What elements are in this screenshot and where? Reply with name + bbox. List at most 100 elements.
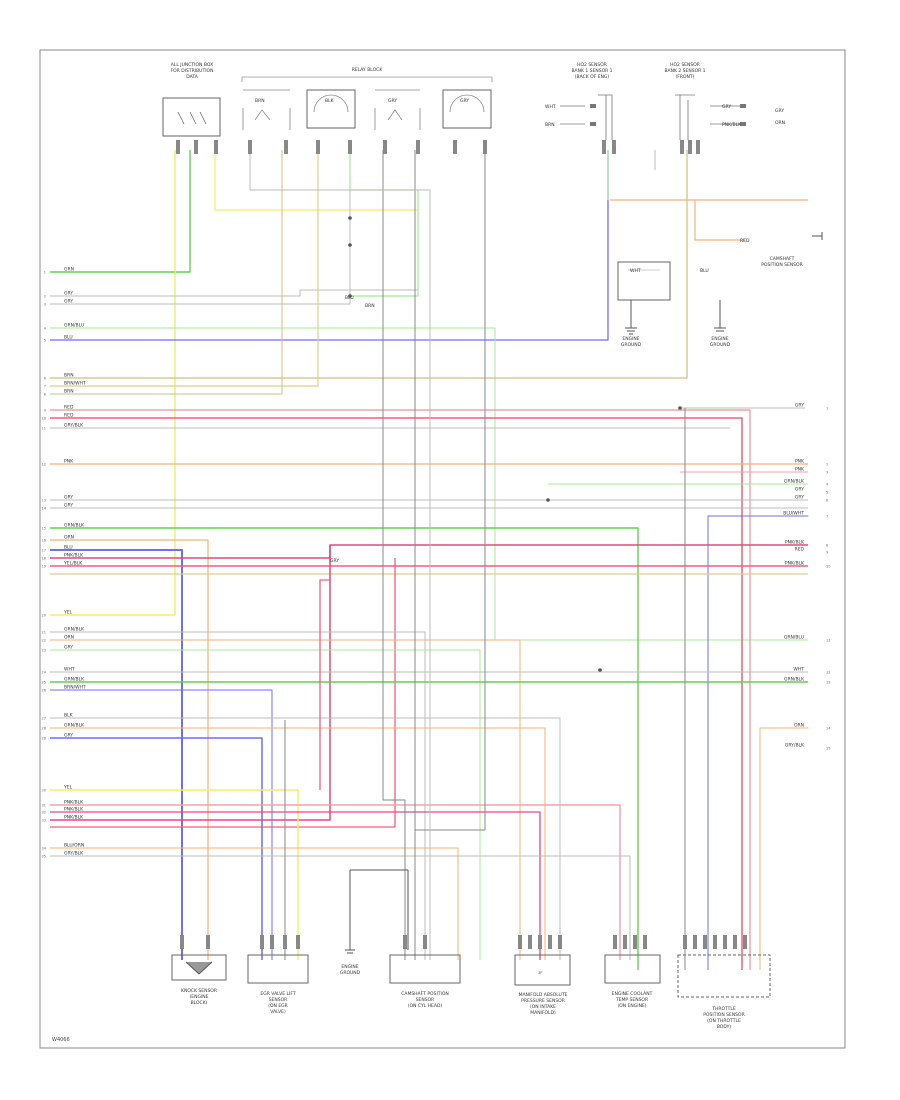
left-wire-label-16: BLU xyxy=(64,545,73,551)
caption-ectsensor-line-0: ENGINE COOLANT xyxy=(612,991,653,997)
caption-relayblk-line-0: RELAY BLOCK xyxy=(352,67,384,73)
right-pin-number-6: 7 xyxy=(826,515,828,519)
connector-pin-top-3 xyxy=(248,140,252,154)
left-wire-label-1: GRY xyxy=(64,291,73,297)
right-pin-number-14: 15 xyxy=(826,747,830,751)
connector-pin-bottom-3 xyxy=(270,935,274,949)
left-wire-label-31: PNK/BLK xyxy=(64,807,84,813)
camshaft-position-sensor xyxy=(389,954,461,984)
caption-mapsensor-line-2: (ON INTAKE xyxy=(530,1004,556,1010)
right-wire-label-11: WHT xyxy=(793,667,804,673)
wire-45 xyxy=(694,200,745,241)
inline-wire-label-8: GRY xyxy=(775,108,784,114)
right-wire-label-2: PNK xyxy=(795,467,805,473)
caption-o2rear-line-0: HO2 SENSOR xyxy=(670,62,700,68)
left-pin-number-21: 22 xyxy=(42,639,46,643)
splice-dot-2 xyxy=(348,294,352,298)
connector-pin-bottom-23 xyxy=(743,935,747,949)
left-wire-label-13: GRY xyxy=(64,503,73,509)
caption-o2front-line-1: BANK 1 SENSOR 1 xyxy=(571,68,612,74)
splice-dot-5 xyxy=(598,668,602,672)
connector-pin-bottom-1 xyxy=(206,935,210,949)
left-pin-number-30: 31 xyxy=(42,804,46,808)
inline-wire-label-11: BRN xyxy=(365,303,375,309)
main-relay xyxy=(617,261,671,301)
inline-wire-label-2: GRY xyxy=(388,98,397,104)
inline-wire-label-7: PNK/BLK xyxy=(722,122,742,128)
left-wire-label-4: BLU xyxy=(64,335,73,341)
wire-4 xyxy=(50,150,351,305)
throttle-position-sensor xyxy=(677,954,771,998)
left-wire-label-29: YEL xyxy=(63,785,73,791)
right-wire-label-13: ORN xyxy=(794,723,804,729)
wire-0 xyxy=(50,150,191,273)
connector-pin-top-10 xyxy=(483,140,487,154)
inline-wire-label-13: WHT xyxy=(630,268,641,274)
wire-39 xyxy=(50,804,621,960)
wire-29 xyxy=(50,631,426,960)
caption-mapsensor-line-3: MANIFOLD) xyxy=(530,1010,556,1016)
caption-knock-line-1: (ENGINE xyxy=(190,994,209,1000)
wire-52 xyxy=(759,727,809,970)
connector-pin-bottom-14 xyxy=(623,935,627,949)
left-pin-number-31: 32 xyxy=(42,811,46,815)
connector-pin-top-13 xyxy=(680,140,684,154)
left-wire-label-24: GRN/BLK xyxy=(64,677,85,683)
left-pin-number-29: 30 xyxy=(42,789,46,793)
left-wire-label-6: BRN/WHT xyxy=(64,381,86,387)
right-pin-number-12: 13 xyxy=(826,681,830,685)
connector-pin-bottom-11 xyxy=(548,935,552,949)
wire-3 xyxy=(50,289,418,297)
inline-wire-label-15: GRY xyxy=(330,558,339,564)
caption-throttle-line-1: POSITION SENSOR xyxy=(703,1012,744,1018)
caption-o2rear-line-2: (FRONT) xyxy=(676,74,695,80)
left-pin-number-9: 10 xyxy=(42,417,46,421)
caption-camgnd-line-1: POSITION SENSOR xyxy=(761,262,802,268)
caption-throttle-line-0: THROTTLE xyxy=(711,1006,736,1012)
right-wire-label-0: GRY xyxy=(795,403,804,409)
inline-wire-label-5: BRN xyxy=(545,122,555,128)
left-pin-number-6: 7 xyxy=(44,385,46,389)
left-wire-label-18: YEL/BLK xyxy=(63,561,83,567)
wire-10 xyxy=(50,150,283,395)
connector-pin-top-12 xyxy=(612,140,616,154)
egr-valve-lift-sensor xyxy=(247,954,309,984)
caption-camgnd-line-0: CAMSHAFT xyxy=(770,256,795,262)
right-wire-label-7: PNK/BLK xyxy=(785,540,805,546)
connector-pin-bottom-8 xyxy=(518,935,522,949)
left-wire-label-25: BRN/WHT xyxy=(64,685,86,691)
o2-sensor-rear xyxy=(675,94,746,140)
caption-o2rear-line-1: BANK 2 SENSOR 1 xyxy=(664,68,705,74)
left-pin-number-22: 23 xyxy=(42,649,46,653)
left-wire-label-14: GRN/BLK xyxy=(64,523,85,529)
inline-wire-label-9: ORN xyxy=(775,120,785,126)
inline-wire-label-6: GRY xyxy=(722,104,731,110)
left-pin-number-16: 17 xyxy=(42,549,46,553)
right-wire-label-9: PNK/BLK xyxy=(785,561,805,567)
connector-pin-bottom-15 xyxy=(633,935,637,949)
connector-pin-bottom-9 xyxy=(528,935,532,949)
engine-ground-3 xyxy=(345,869,409,954)
caption-ground2-line-0: ENGINE xyxy=(711,336,728,342)
left-wire-label-20: GRN/BLK xyxy=(64,627,85,633)
left-wire-label-26: BLK xyxy=(64,713,74,719)
connector-pin-bottom-12 xyxy=(558,935,562,949)
left-wire-label-9: RED xyxy=(64,413,74,419)
caption-knock-line-0: KNOCK SENSOR xyxy=(181,988,217,994)
left-pin-number-1: 2 xyxy=(44,295,46,299)
right-wire-label-6: BLU/WHT xyxy=(783,511,804,517)
wire-24 xyxy=(50,544,808,559)
connector-pin-bottom-17 xyxy=(683,935,687,949)
wire-35 xyxy=(50,717,561,960)
left-pin-number-27: 28 xyxy=(42,727,46,731)
caption-ground1-line-0: ENGINE xyxy=(622,336,639,342)
left-pin-number-18: 19 xyxy=(42,565,46,569)
wire-12 xyxy=(50,417,743,970)
caption-camsensor-line-0: CAMSHAFT POSITION xyxy=(401,991,449,997)
wire-46 xyxy=(382,150,406,960)
svg-text:3P: 3P xyxy=(538,971,542,975)
right-pin-number-3: 4 xyxy=(826,483,829,487)
wire-22 xyxy=(50,539,209,960)
